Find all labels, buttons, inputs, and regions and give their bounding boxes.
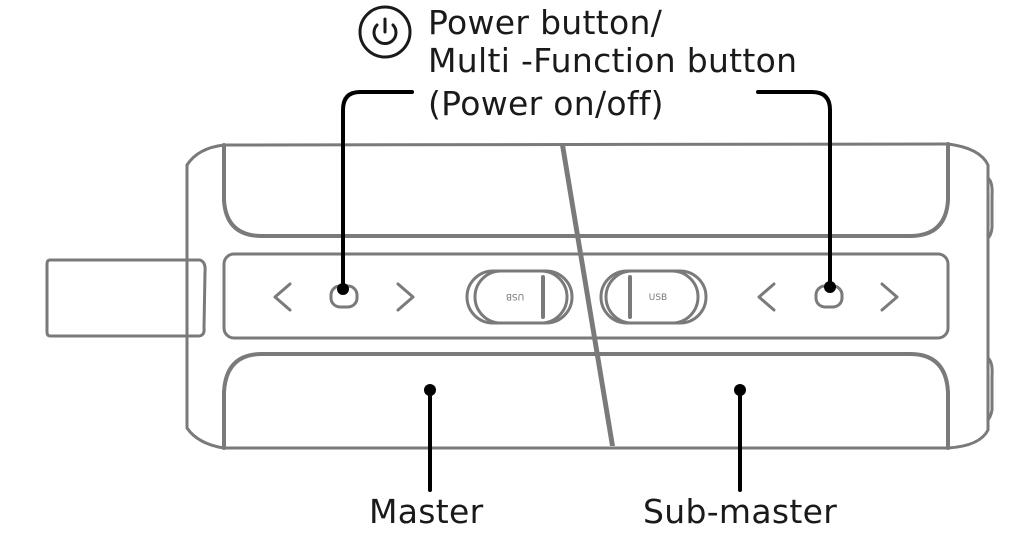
callout-line-3: (Power on/off) <box>428 84 664 123</box>
master-label: Master <box>369 492 484 531</box>
sub-master-label: Sub-master <box>643 492 838 531</box>
power-icon <box>358 5 412 59</box>
control-strip <box>222 252 950 340</box>
left-next-icon[interactable] <box>396 282 415 312</box>
left-usb-label: USB <box>506 291 524 301</box>
right-next-icon[interactable] <box>880 282 899 312</box>
left-usb-port[interactable] <box>473 269 574 325</box>
left-prev-icon[interactable] <box>273 282 292 312</box>
bottom-panel <box>222 352 950 450</box>
callout-line-1: Power button/ <box>428 3 663 42</box>
strap <box>45 258 207 338</box>
right-prev-icon[interactable] <box>757 282 776 312</box>
callout-line-2: Multi -Function button <box>428 41 798 80</box>
leader-left-power <box>341 90 414 290</box>
right-usb-port[interactable] <box>599 269 700 325</box>
top-panel <box>222 142 950 238</box>
left-end-cap <box>185 143 226 450</box>
right-side-button-top <box>986 176 994 240</box>
leader-right-power <box>756 90 832 289</box>
right-usb-label: USB <box>649 293 667 303</box>
right-side-button-bottom <box>986 356 994 422</box>
split-seam <box>560 145 615 446</box>
right-end-cap <box>946 142 990 450</box>
